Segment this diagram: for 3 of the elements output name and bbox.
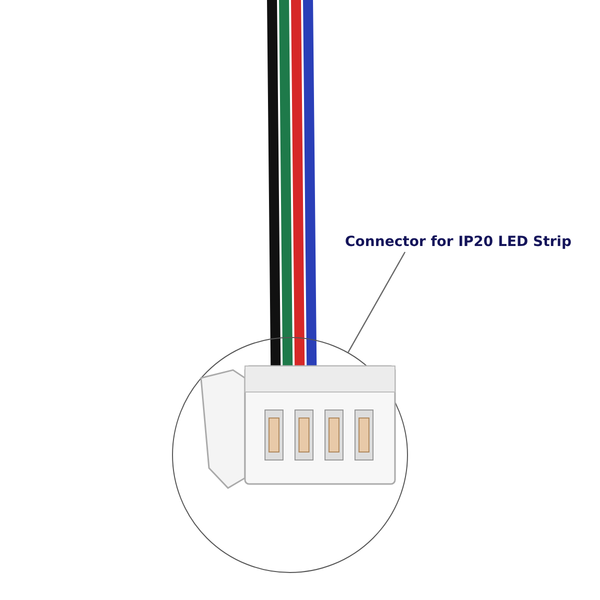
leader-line	[348, 252, 406, 353]
callout-label: Connector for IP20 LED Strip	[345, 234, 572, 250]
magnifier-circle	[172, 337, 408, 573]
